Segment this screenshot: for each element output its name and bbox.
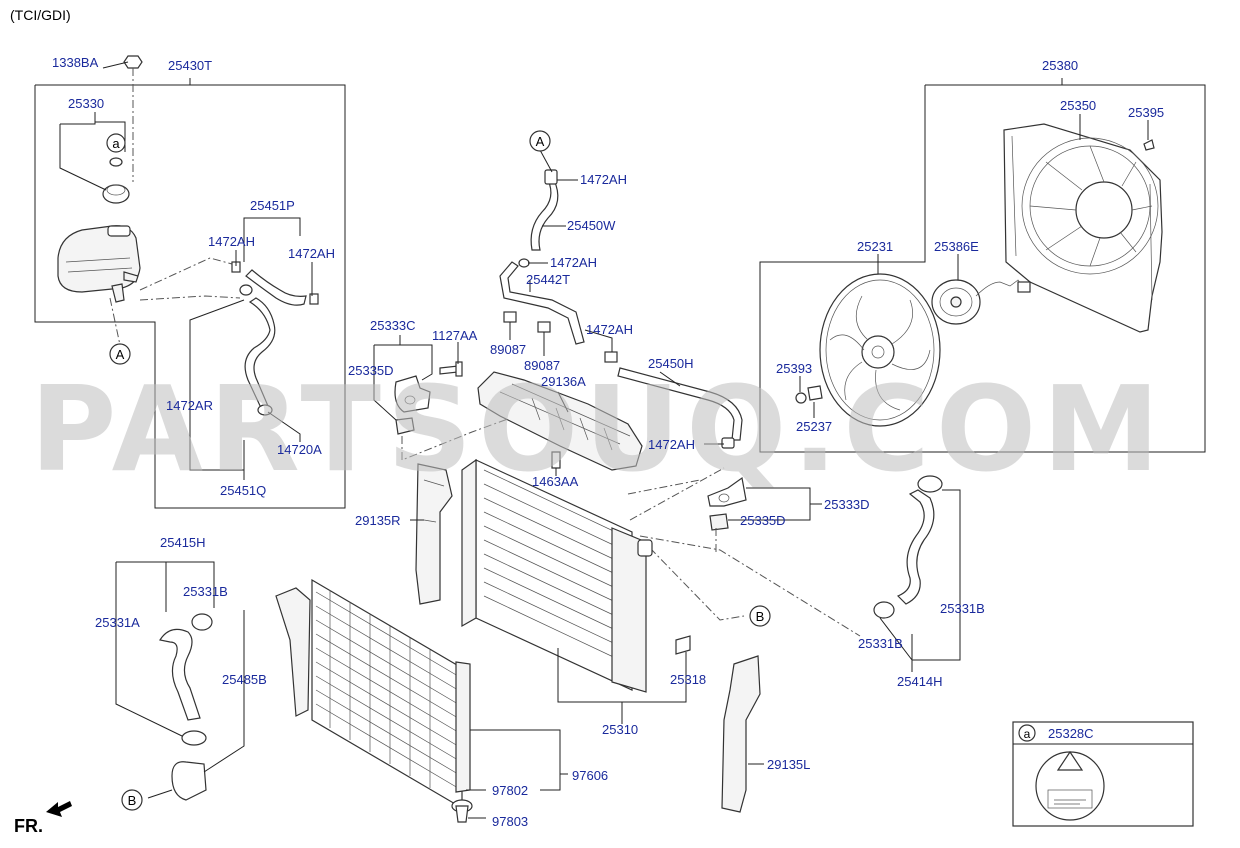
reservoir-tank-drawing xyxy=(57,157,141,303)
svg-text:B: B xyxy=(756,609,765,624)
fan-shroud-25350-drawing xyxy=(1003,123,1163,333)
svg-text:a: a xyxy=(112,136,120,151)
air-guard-29135r-drawing xyxy=(415,463,453,605)
part-25414h[interactable]: 25414H xyxy=(897,674,943,689)
legend-part-number[interactable]: 25328C xyxy=(1048,726,1094,741)
part-25415h[interactable]: 25415H xyxy=(160,535,206,550)
part-25331a[interactable]: 25331A xyxy=(95,615,140,630)
part-25310[interactable]: 25310 xyxy=(602,722,638,737)
part-97606[interactable]: 97606 xyxy=(572,768,608,783)
part-25451p[interactable]: 25451P xyxy=(250,198,295,213)
part-25386e[interactable]: 25386E xyxy=(934,239,979,254)
hose-25450h-drawing xyxy=(617,367,743,449)
part-25393[interactable]: 25393 xyxy=(776,361,812,376)
part-14720a[interactable]: 14720A xyxy=(277,442,322,457)
part-25318[interactable]: 25318 xyxy=(670,672,706,687)
bracket-25333d-drawing xyxy=(707,476,747,531)
part-1338ba[interactable]: 1338BA xyxy=(52,55,99,70)
part-97802[interactable]: 97802 xyxy=(492,783,528,798)
part-25451q[interactable]: 25451Q xyxy=(220,483,266,498)
part-25335d-a[interactable]: 25335D xyxy=(348,363,394,378)
part-25335d-b[interactable]: 25335D xyxy=(740,513,786,528)
part-25330[interactable]: 25330 xyxy=(68,96,104,111)
part-labels: 1338BA 25430T 25330 25451P 1472AH 1472AH… xyxy=(52,55,1164,829)
part-25333d[interactable]: 25333D xyxy=(824,497,870,512)
part-25331b-b[interactable]: 25331B xyxy=(940,601,985,616)
hose-25415h-drawing xyxy=(159,613,213,801)
part-25485b[interactable]: 25485B xyxy=(222,672,267,687)
ref-A-callout-left: A xyxy=(109,343,131,365)
svg-text:A: A xyxy=(116,347,125,362)
front-direction-indicator: FR. xyxy=(14,801,72,836)
air-guard-29136a-drawing xyxy=(477,371,643,471)
hose-25414h-drawing xyxy=(873,475,943,619)
part-25333c[interactable]: 25333C xyxy=(370,318,416,333)
fan-motor-25386e-drawing xyxy=(931,279,1031,325)
part-25331b-c[interactable]: 25331B xyxy=(858,636,903,651)
frame-reservoir-assembly xyxy=(34,84,346,509)
part-1472ah-b[interactable]: 1472AH xyxy=(288,246,335,261)
part-1472ah-e[interactable]: 1472AH xyxy=(586,322,633,337)
part-25380[interactable]: 25380 xyxy=(1042,58,1078,73)
ref-a-callout: a xyxy=(106,133,126,153)
part-1472ah-f[interactable]: 1472AH xyxy=(648,437,695,452)
part-97803[interactable]: 97803 xyxy=(492,814,528,829)
part-1472ar[interactable]: 1472AR xyxy=(166,398,213,413)
part-89087-a[interactable]: 89087 xyxy=(490,342,526,357)
frame-fan-assembly xyxy=(759,84,1206,453)
legend-box: a 25328C xyxy=(1012,721,1194,827)
legend-letter: a xyxy=(1024,727,1031,741)
part-25237[interactable]: 25237 xyxy=(796,419,832,434)
part-29136a[interactable]: 29136A xyxy=(541,374,586,389)
part-25430t[interactable]: 25430T xyxy=(168,58,212,73)
nut-1338ba-drawing xyxy=(123,55,143,69)
hose-25450w-drawing xyxy=(499,169,618,363)
ref-B-callout-left: B xyxy=(121,789,143,811)
air-guard-29135l-drawing xyxy=(721,655,761,813)
bracket-25333c-drawing xyxy=(394,361,463,435)
part-1472ah-d[interactable]: 1472AH xyxy=(550,255,597,270)
part-1127aa[interactable]: 1127AA xyxy=(432,328,478,343)
part-25450h[interactable]: 25450H xyxy=(648,356,694,371)
ref-A-callout-top: A xyxy=(529,130,551,152)
front-label: FR. xyxy=(14,816,43,836)
ref-B-callout-right: B xyxy=(749,605,771,627)
part-1463aa[interactable]: 1463AA xyxy=(532,474,579,489)
front-arrow-icon xyxy=(46,801,72,817)
watermark: PARTSOUQ.COM xyxy=(30,360,1166,498)
variant-label: (TCI/GDI) xyxy=(10,7,71,23)
part-89087-b[interactable]: 89087 xyxy=(524,358,560,373)
fan-blade-25231-drawing xyxy=(819,273,941,427)
part-25331b-a[interactable]: 25331B xyxy=(183,584,228,599)
part-25442t[interactable]: 25442T xyxy=(526,272,570,287)
part-25450w[interactable]: 25450W xyxy=(567,218,616,233)
part-1472ah-a[interactable]: 1472AH xyxy=(208,234,255,249)
hose-25451p-drawing xyxy=(231,261,319,416)
condenser-97606-drawing xyxy=(275,578,473,823)
svg-text:B: B xyxy=(128,793,137,808)
part-25231[interactable]: 25231 xyxy=(857,239,893,254)
part-1472ah-c[interactable]: 1472AH xyxy=(580,172,627,187)
part-29135r[interactable]: 29135R xyxy=(355,513,401,528)
part-25350[interactable]: 25350 xyxy=(1060,98,1096,113)
part-25395[interactable]: 25395 xyxy=(1128,105,1164,120)
part-29135l[interactable]: 29135L xyxy=(767,757,810,772)
radiator-25310-drawing xyxy=(461,458,691,693)
svg-text:A: A xyxy=(536,134,545,149)
